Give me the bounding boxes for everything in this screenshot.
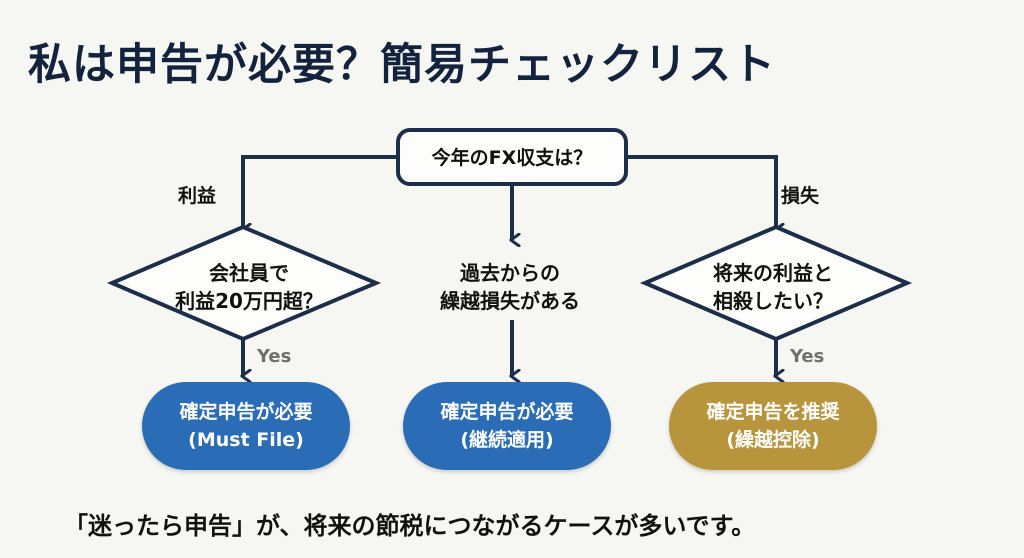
outcome-left-line1: 確定申告が必要: [179, 401, 313, 423]
decision-right-line2: 相殺したい？: [713, 289, 833, 313]
footer-caption: 「迷ったら申告」が、将来の節税につながるケースが多いです。: [64, 512, 756, 540]
outcome-left-line2: (Must File): [188, 429, 304, 451]
edge-label-yes-right: Yes: [790, 346, 825, 367]
outcome-middle-line2: (継続適用): [460, 429, 554, 451]
branch-label-profit: 利益: [178, 185, 217, 207]
outcome-must-file: 確定申告が必要 (Must File): [142, 382, 350, 470]
decision-middle-text: 過去からの 繰越損失がある: [410, 259, 610, 315]
connector-right: [626, 155, 776, 230]
outcome-right-line2: (繰越控除): [726, 429, 820, 451]
outcome-right-line1: 確定申告を推奨: [706, 401, 840, 423]
edge-label-yes-left: Yes: [257, 346, 292, 367]
page-title: 私は申告が必要？簡易チェックリスト: [28, 40, 776, 90]
decision-right-line1: 将来の利益と: [713, 261, 833, 285]
decision-left-text: 会社員で 利益20万円超？: [120, 259, 378, 315]
outcome-middle-line1: 確定申告が必要: [440, 401, 574, 423]
outcome-continued-filing: 確定申告が必要 (継続適用): [403, 382, 611, 470]
decision-right-text: 将来の利益と 相殺したい？: [644, 259, 902, 315]
start-node-label: 今年のFX収支は？: [431, 147, 593, 169]
decision-middle-line2: 繰越損失がある: [440, 289, 580, 313]
branch-label-loss: 損失: [781, 185, 820, 207]
decision-left-line2: 利益20万円超？: [175, 289, 323, 313]
connector-left: [243, 155, 398, 230]
decision-middle-line1: 過去からの: [460, 261, 560, 285]
outcome-recommended: 確定申告を推奨 (繰越控除): [669, 382, 877, 470]
decision-left-line1: 会社員で: [209, 261, 289, 285]
